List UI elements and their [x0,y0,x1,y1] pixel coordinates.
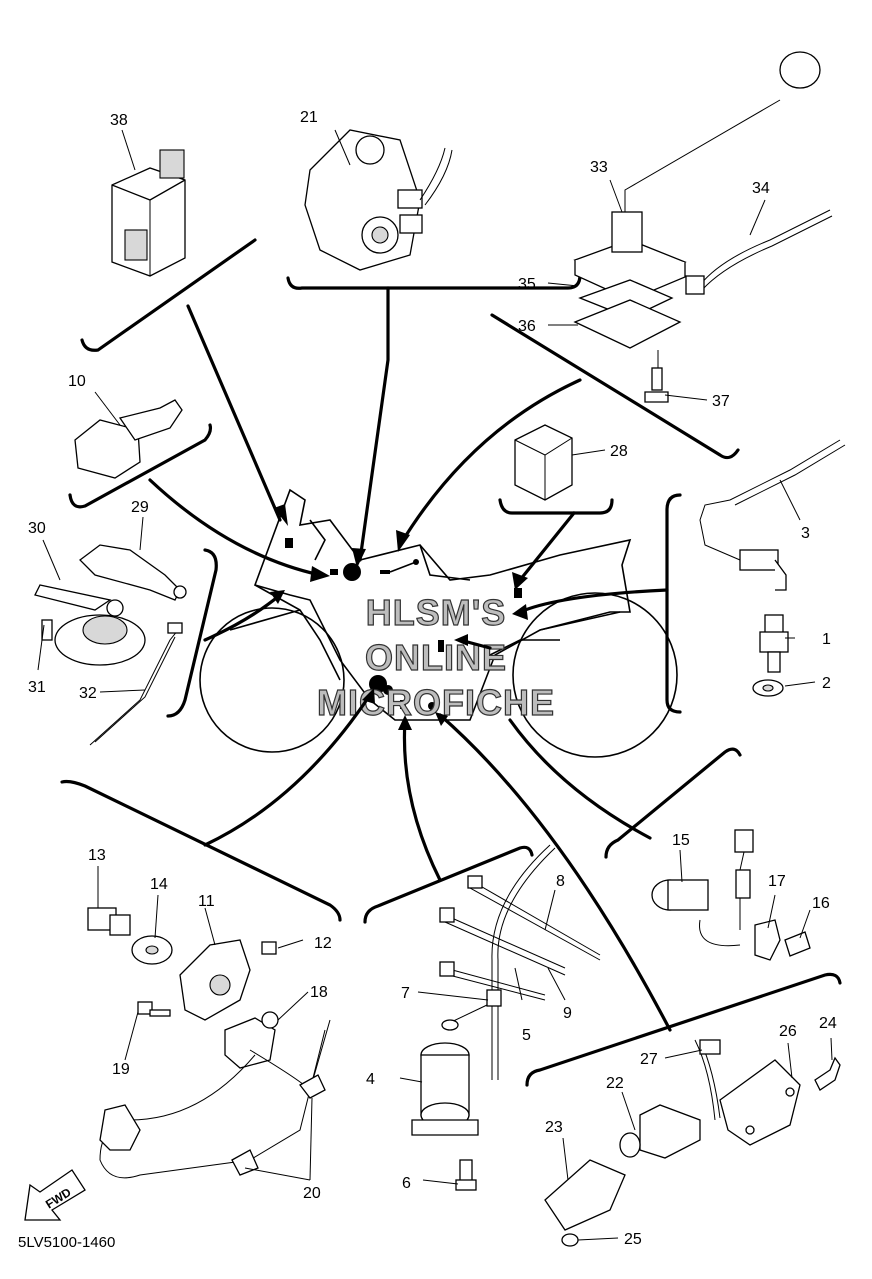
callout-27: 27 [640,1051,658,1068]
callout-23: 23 [545,1119,563,1136]
callout-32: 32 [79,685,97,702]
callout-16: 16 [812,895,830,912]
pickup-coil-11-icon [87,907,331,1179]
group-frames [60,238,842,1087]
callout-14: 14 [150,876,168,893]
starter-relay-21-icon [304,129,453,271]
callout-17: 17 [768,873,786,890]
wire-lead-34-icon [685,209,833,295]
relay-28-icon [514,424,573,501]
watermark-line-3: MICROFICHE [317,682,555,723]
callout-1: 1 [822,631,831,648]
callout-9: 9 [563,1005,572,1022]
watermark-line-2: ONLINE [365,637,507,678]
callout-36: 36 [518,318,536,335]
callout-25: 25 [624,1231,642,1248]
callout-15: 15 [672,832,690,849]
callout-34: 34 [752,180,770,197]
callout-11: 11 [198,893,215,910]
callout-18: 18 [310,984,328,1001]
fuel-sender-33-icon [573,51,821,403]
part-drawings: FWD [24,51,846,1247]
diagram-code: 5LV5100-1460 [18,1234,115,1251]
lead-wire-3-icon [699,439,846,591]
callout-26: 26 [779,1023,797,1040]
sensor-10-icon [74,399,183,479]
callout-33: 33 [590,159,608,176]
callout-20: 20 [303,1185,321,1202]
callout-8: 8 [556,873,565,890]
callout-numbers: 1 2 3 4 5 6 7 8 9 10 11 12 13 14 15 16 1… [28,109,837,1248]
callout-35: 35 [518,276,536,293]
callout-12: 12 [314,935,332,952]
callout-29: 29 [131,499,149,516]
neutral-switch-1-icon [752,614,789,697]
callout-13: 13 [88,847,106,864]
callout-31: 31 [28,679,46,696]
motorcycle-silhouette [199,488,678,758]
callout-19: 19 [112,1061,130,1078]
callout-10: 10 [68,373,86,390]
callout-22: 22 [606,1075,624,1092]
pointer-arrows [148,286,672,1032]
callout-24: 24 [819,1015,837,1032]
callout-5: 5 [522,1027,531,1044]
horn-30-icon [34,544,187,746]
solenoid-4-icon [411,844,601,1191]
callout-3: 3 [801,525,810,542]
forward-arrow-icon: FWD [24,1169,86,1221]
callout-2: 2 [822,675,831,692]
callout-4: 4 [366,1071,375,1088]
sensor-22-icon [544,1039,841,1247]
oil-switch-15-icon [651,829,811,961]
callout-30: 30 [28,520,46,537]
callout-21: 21 [300,109,318,126]
watermark-line-1: HLSM'S [366,592,507,633]
leader-lines [37,129,833,1241]
callout-38: 38 [110,112,128,129]
callout-6: 6 [402,1175,411,1192]
relay-38-icon [111,149,186,277]
callout-7: 7 [401,985,410,1002]
callout-37: 37 [712,393,730,410]
callout-28: 28 [610,443,628,460]
watermark: HLSM'S ONLINE MICROFICHE [316,591,555,723]
